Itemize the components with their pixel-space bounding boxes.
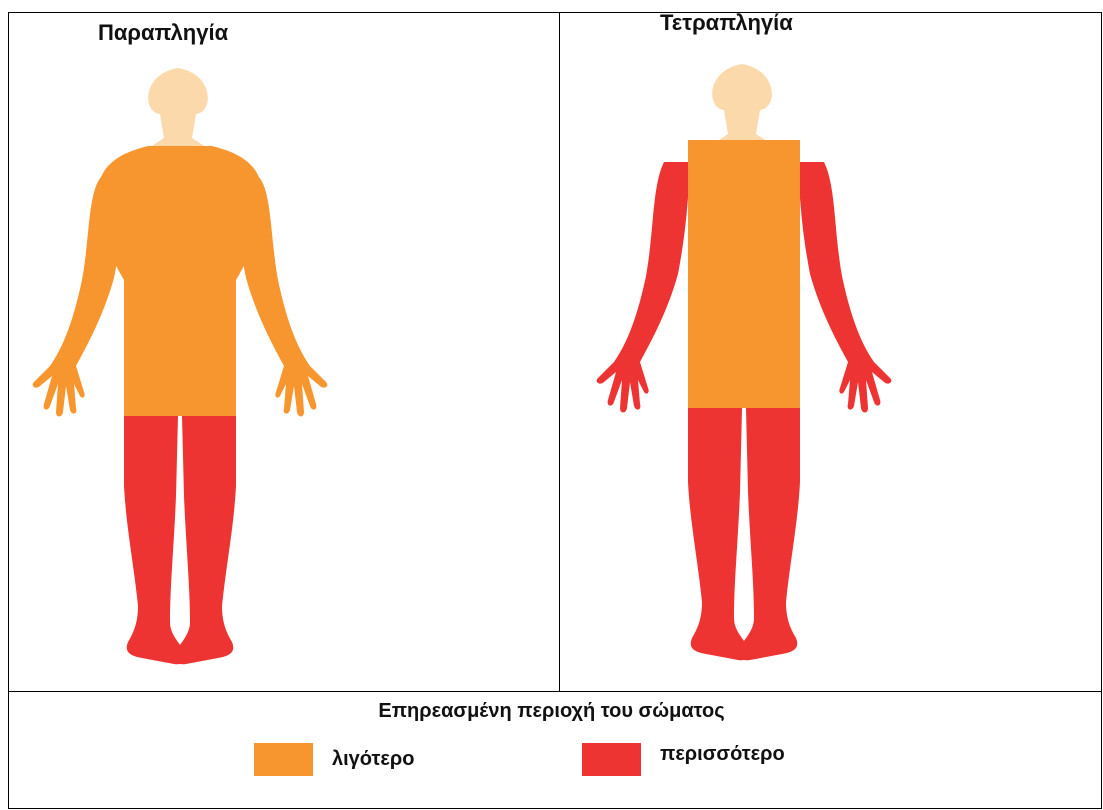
torso [97, 146, 263, 416]
left-leg [688, 408, 750, 660]
legend-title: Επηρεασμένη περιοχή του σώματος [0, 700, 1103, 723]
legend-swatch-more [582, 743, 641, 776]
legend-label-more: περισσότερο [660, 743, 785, 766]
head [712, 64, 772, 142]
head [148, 68, 208, 146]
paraplegia-body-figure [30, 66, 330, 676]
tetraplegia-title: Τετραπληγία [660, 10, 793, 36]
left-leg [124, 416, 186, 664]
left-arm [597, 162, 690, 413]
tetraplegia-body-figure [594, 62, 894, 672]
legend-swatch-less [254, 743, 313, 776]
legend-item-less: λιγότερο [254, 743, 414, 776]
torso [688, 140, 800, 408]
legend-label-less: λιγότερο [332, 748, 414, 771]
right-arm [798, 162, 891, 413]
legend-item-more: περισσότερο [582, 743, 785, 776]
right-leg [174, 416, 236, 664]
paraplegia-title: Παραπληγία [98, 20, 228, 46]
right-leg [738, 408, 800, 660]
